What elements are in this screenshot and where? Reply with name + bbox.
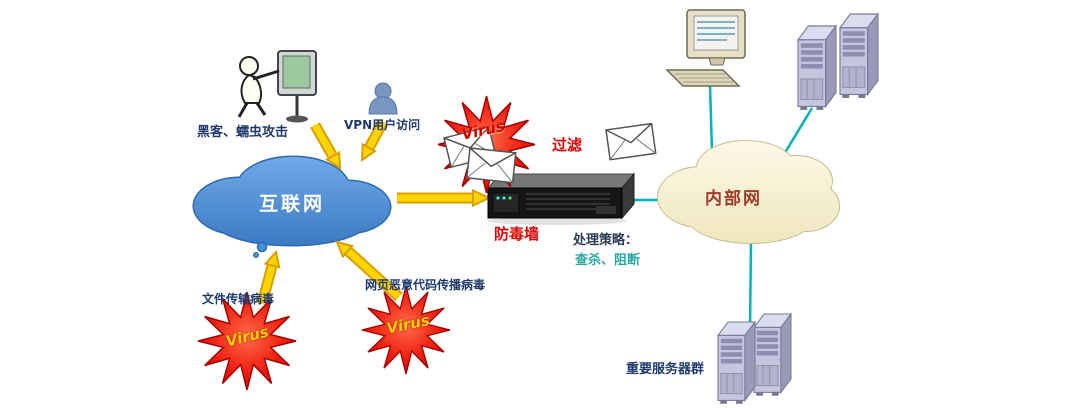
- link-intranet-servers-top: [781, 107, 814, 157]
- envelope-icon: [605, 122, 657, 161]
- server-tower-group-top: [797, 13, 879, 111]
- intranet-cloud: [657, 140, 840, 244]
- server-tower-icon: [717, 321, 756, 405]
- firewall-appliance-icon: [486, 172, 636, 225]
- strategy-actions-label: 查杀、阻断: [575, 253, 641, 268]
- antivirus-wall-label: 防毒墙: [494, 225, 540, 243]
- filter-label: 过滤: [552, 136, 583, 154]
- server-tower-group-bottom: [717, 313, 792, 405]
- yellow-arrows: [256, 119, 492, 306]
- arrow-webvirus-to-internet: [335, 240, 403, 302]
- intranet-label: 内部网: [705, 189, 762, 209]
- web-virus-label: 网页恶意代码传播病毒: [365, 278, 486, 292]
- hacker-attack-label: 黑客、蠕虫攻击: [197, 125, 289, 140]
- arrow-filevirus-to-internet: [256, 249, 281, 306]
- vpn-user-label: VPN用户访问: [344, 118, 421, 132]
- arrow-vpn-to-internet: [360, 119, 388, 162]
- server-tower-icon: [839, 13, 879, 99]
- internet-cloud: [192, 155, 392, 258]
- file-virus-label: 文件传输病毒: [202, 292, 275, 306]
- server-group-label: 重要服务器群: [626, 362, 705, 377]
- link-intranet-desktop: [708, 83, 714, 153]
- arrow-hacker-to-internet: [310, 122, 342, 170]
- strategy-title-label: 处理策略：: [573, 233, 639, 248]
- server-tower-icon: [753, 313, 792, 397]
- server-tower-icon: [797, 25, 837, 111]
- vpn-user-icon: [368, 82, 398, 115]
- arrow-internet-to-firewall: [397, 188, 492, 208]
- link-intranet-servers-bottom: [748, 239, 753, 333]
- internet-label: 互联网: [258, 193, 325, 215]
- hacker-at-computer-icon: [237, 50, 317, 123]
- desktop-computer-icon: [665, 9, 746, 87]
- envelope-icon: [466, 147, 517, 184]
